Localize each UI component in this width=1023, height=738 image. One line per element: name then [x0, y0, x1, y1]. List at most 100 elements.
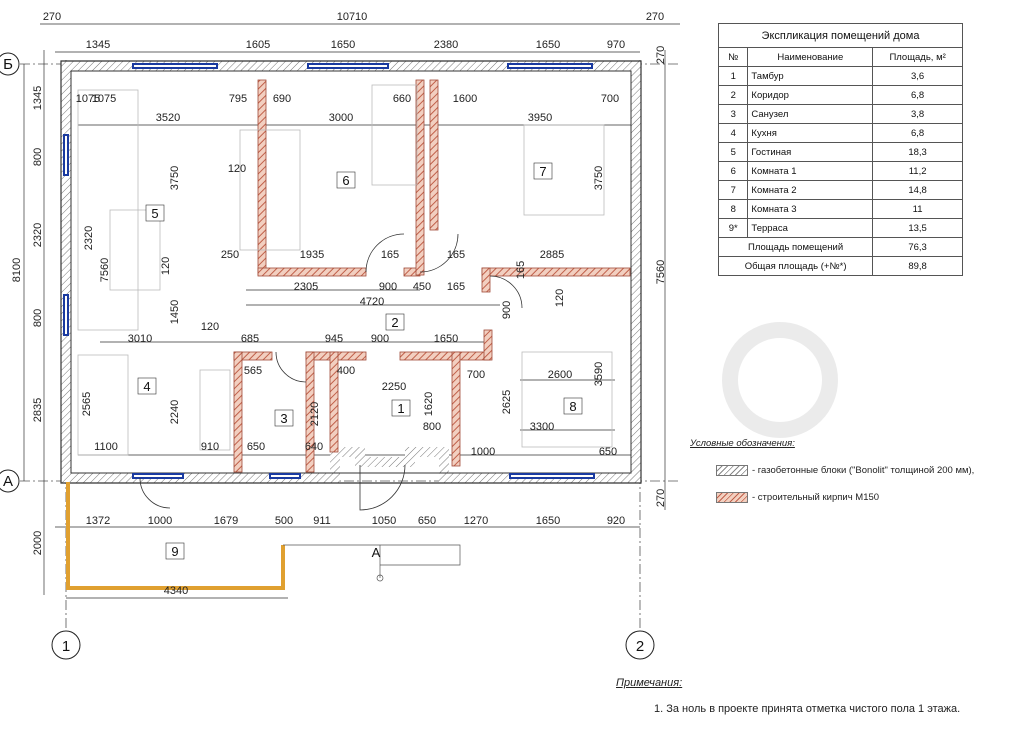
dim-label: 2600	[548, 369, 572, 381]
terrace-outline	[283, 544, 461, 582]
dim-label: 2305	[294, 281, 318, 293]
dim-label: 1605	[246, 39, 270, 51]
dim-label: 660	[393, 93, 411, 105]
room-number-5: 5	[151, 206, 158, 221]
total-area-label: Общая площадь (+№*)	[717, 256, 874, 276]
outer-walls	[60, 60, 642, 484]
dim-label: 1100	[94, 441, 118, 453]
dim-label: 2565	[81, 392, 93, 416]
dimension-labels: 270 10710 270 1345 1605 1650 2380 1650 9…	[11, 11, 667, 597]
dim-label: 3590	[593, 362, 605, 386]
row-area: 3,6	[872, 66, 963, 86]
explication-title: Экспликация помещений дома	[718, 23, 963, 48]
row-name: Санузел	[747, 104, 874, 124]
dim-label: 2320	[32, 223, 44, 247]
dim-label: 1935	[300, 249, 324, 261]
dim-label: 1372	[86, 515, 110, 527]
dim-label: 2380	[434, 39, 458, 51]
doors	[139, 233, 523, 511]
dim-label: 500	[275, 515, 293, 527]
row-num: 4	[717, 123, 749, 143]
dim-label: 2240	[169, 400, 181, 424]
legend-item-gasblock: - газобетонные блоки ("Bonolit" толщиной…	[690, 465, 1010, 476]
dim-label: 700	[601, 93, 619, 105]
axis-marker-a: А	[0, 469, 20, 493]
watermark	[722, 322, 838, 438]
dim-label: 800	[423, 421, 441, 433]
rooms-area-value: 76,3	[872, 237, 963, 257]
dim-label: 900	[501, 301, 513, 319]
legend-item-brick: - строительный кирпич М150	[690, 492, 1010, 503]
header-name: Наименование	[747, 47, 874, 67]
dim-label: 3000	[329, 112, 353, 124]
dim-label: 690	[273, 93, 291, 105]
furniture	[77, 84, 613, 456]
row-name: Комната 3	[747, 199, 874, 219]
dim-label: 4340	[164, 585, 188, 597]
dim-label: 1075	[76, 93, 100, 105]
legend-heading: Условные обозначения:	[690, 438, 795, 449]
dim-label: 1075	[92, 93, 116, 105]
row-num: 1	[717, 66, 749, 86]
dim-label: 270	[655, 46, 667, 64]
row-area: 11	[872, 199, 963, 219]
row-name: Коридор	[747, 85, 874, 105]
section-mark: А	[372, 545, 381, 560]
dim-label: 2120	[309, 402, 321, 426]
dim-label: 8100	[11, 258, 23, 282]
dim-label: 1679	[214, 515, 238, 527]
room-number-6: 6	[342, 173, 349, 188]
row-area: 6,8	[872, 85, 963, 105]
dim-label: 1650	[331, 39, 355, 51]
brick-hatch-icon	[716, 492, 748, 503]
room-number-1: 1	[397, 401, 404, 416]
dim-label: 1600	[453, 93, 477, 105]
dim-label: 2625	[501, 390, 513, 414]
dim-label: 2885	[540, 249, 564, 261]
dim-label: 450	[413, 281, 431, 293]
dim-label: 1050	[372, 515, 396, 527]
windows	[63, 63, 595, 479]
header-area: Площадь, м²	[872, 47, 963, 67]
row-name: Гостиная	[747, 142, 874, 162]
rooms-area-label: Площадь помещений	[717, 237, 874, 257]
dim-label: 3300	[530, 421, 554, 433]
dim-label: 920	[607, 515, 625, 527]
note-item: 1. За ноль в проекте принята отметка чис…	[654, 703, 961, 715]
dim-label: 120	[228, 163, 246, 175]
dim-label: 1620	[423, 392, 435, 416]
total-area-value: 89,8	[872, 256, 963, 276]
dim-label: 400	[337, 365, 355, 377]
dim-label: 2000	[32, 531, 44, 555]
row-area: 11,2	[872, 161, 963, 181]
row-area: 13,5	[872, 218, 963, 238]
dim-label: 3750	[169, 166, 181, 190]
dim-label: 3010	[128, 333, 152, 345]
row-num: 6	[717, 161, 749, 181]
dim-label: 2250	[382, 381, 406, 393]
dim-label: 3520	[156, 112, 180, 124]
dim-label: 7560	[655, 260, 667, 284]
terrace	[66, 482, 285, 590]
rooms-area-row: Площадь помещений 76,3	[717, 237, 963, 257]
axis-label-b: Б	[3, 56, 13, 73]
room-number-7: 7	[539, 164, 546, 179]
dim-label: 4720	[360, 296, 384, 308]
row-name: Комната 1	[747, 161, 874, 181]
row-name: Кухня	[747, 123, 874, 143]
dim-label: 270	[646, 11, 664, 23]
room-number-2: 2	[391, 315, 398, 330]
room-number-3: 3	[280, 411, 287, 426]
dim-label: 640	[305, 441, 323, 453]
dimension-lines	[23, 23, 680, 599]
gasblock-hatch-icon	[716, 465, 748, 476]
legend-label: - газобетонные блоки ("Bonolit" толщиной…	[752, 465, 975, 476]
dim-label: 2320	[83, 226, 95, 250]
dim-label: 910	[201, 441, 219, 453]
grid-axes	[20, 60, 680, 630]
